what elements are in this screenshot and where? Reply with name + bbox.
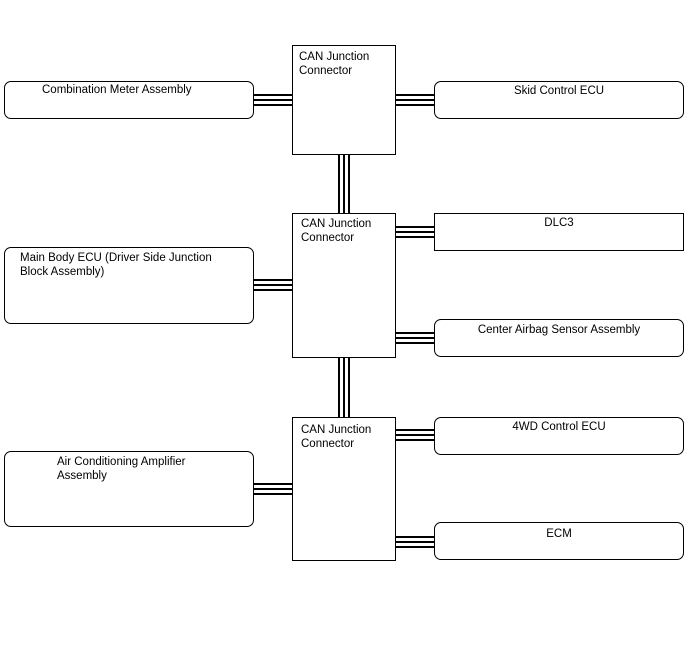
dlc3-label: DLC3 [544,217,574,229]
4wd-control-ecu-box: 4WD Control ECU [434,417,684,455]
combination-meter-label: Combination Meter Assembly [42,84,192,96]
junction-connector-3-label: CAN Junction Connector [301,424,372,450]
wire-junction-2-to-3 [338,358,350,417]
can-junction-connector-1: CAN Junction Connector [292,45,396,155]
main-body-ecu-label: Main Body ECU (Driver Side Junction Bloc… [20,252,212,278]
wire-main-body-ecu [254,279,292,291]
air-conditioning-amplifier-label: Air Conditioning Amplifier Assembly [57,456,186,482]
can-junction-connector-3: CAN Junction Connector [292,417,396,561]
4wd-control-ecu-label: 4WD Control ECU [512,421,606,433]
center-airbag-sensor-label: Center Airbag Sensor Assembly [477,324,641,336]
air-conditioning-amplifier-box: Air Conditioning Amplifier Assembly [4,451,254,527]
combination-meter-box: Combination Meter Assembly [4,81,254,119]
wire-air-conditioning-amplifier [254,483,292,495]
junction-connector-1-label: CAN Junction Connector [299,51,370,77]
wire-combination-meter [254,94,292,106]
skid-control-ecu-label: Skid Control ECU [513,85,605,97]
can-junction-connector-2: CAN Junction Connector [292,213,396,358]
junction-connector-2-label: CAN Junction Connector [301,218,372,244]
ecm-label: ECM [546,528,572,540]
wire-center-airbag-sensor [396,332,434,344]
center-airbag-sensor-box: Center Airbag Sensor Assembly [434,319,684,357]
wire-dlc3 [396,226,434,238]
ecm-box: ECM [434,522,684,560]
skid-control-ecu-box: Skid Control ECU [434,81,684,119]
wire-ecm [396,536,434,548]
wire-junction-1-to-2 [338,155,350,213]
dlc3-box: DLC3 [434,213,684,251]
main-body-ecu-box: Main Body ECU (Driver Side Junction Bloc… [4,247,254,324]
wire-4wd-control-ecu [396,429,434,441]
wire-skid-control-ecu [396,94,434,106]
